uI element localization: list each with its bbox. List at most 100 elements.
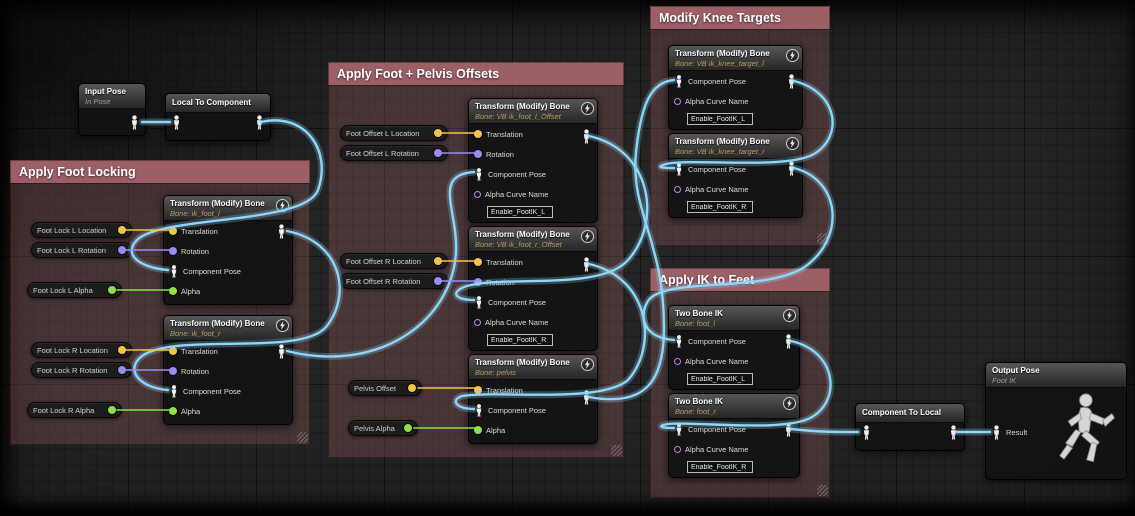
pin-component-pose[interactable]: Component Pose (669, 71, 802, 91)
node-transform-modify-bone-vb-ik-foot-r-offset[interactable]: Transform (Modify) Bone Bone: VB ik_foot… (468, 226, 598, 351)
pose-output-pin[interactable] (948, 425, 960, 441)
pin-rotation[interactable]: Rotation (164, 361, 292, 381)
float-pin-icon[interactable] (108, 406, 116, 414)
node-input-pose[interactable]: Input Pose In Pose (78, 83, 146, 136)
node-local-to-component[interactable]: Local To Component (165, 93, 271, 141)
rotator-pin-icon[interactable] (169, 247, 177, 255)
node-two-bone-ik-foot-r[interactable]: Two Bone IK Bone: foot_r Component Pose … (668, 393, 800, 478)
rotator-pin-icon[interactable] (434, 277, 442, 285)
pose-input-pin[interactable] (171, 115, 183, 131)
float-pin-icon[interactable] (169, 407, 177, 415)
comment-resize-handle[interactable] (817, 485, 828, 496)
name-pin-icon[interactable] (674, 445, 681, 453)
variable-foot-lock-r-rotation[interactable]: Foot Lock R Rotation (31, 362, 132, 378)
rotator-pin-icon[interactable] (474, 278, 482, 286)
pin-component-pose[interactable]: Component Pose (669, 331, 799, 351)
pose-input-pin[interactable] (861, 425, 873, 441)
variable-foot-lock-l-alpha[interactable]: Foot Lock L Alpha (27, 282, 122, 298)
pose-output-pin[interactable] (276, 224, 288, 240)
comment-title[interactable]: Apply IK to Feet (650, 268, 830, 291)
pin-translation[interactable]: Translation (164, 341, 292, 361)
variable-foot-offset-l-rotation[interactable]: Foot Offset L Rotation (340, 145, 448, 161)
node-transform-modify-bone-ik-foot-l[interactable]: Transform (Modify) Bone Bone: ik_foot_l … (163, 195, 293, 305)
pin-component-pose[interactable]: Component Pose (164, 381, 292, 401)
vector-pin-icon[interactable] (118, 226, 126, 234)
variable-foot-offset-r-location[interactable]: Foot Offset R Location (340, 253, 448, 269)
pose-output-pin[interactable] (254, 115, 266, 131)
pin-translation[interactable]: Translation (469, 252, 597, 272)
pin-component-pose[interactable]: Component Pose (469, 400, 597, 420)
node-output-pose[interactable]: Output Pose Foot IK Result (985, 362, 1127, 480)
node-transform-modify-bone-vb-ik-knee-target-r[interactable]: Transform (Modify) Bone Bone: VB ik_knee… (668, 133, 803, 218)
variable-pelvis-alpha[interactable]: Pelvis Alpha (348, 420, 418, 436)
name-pin-icon[interactable] (474, 190, 481, 198)
node-component-to-local[interactable]: Component To Local (855, 403, 965, 451)
rotator-pin-icon[interactable] (474, 150, 482, 158)
alpha-curve-name-input[interactable] (487, 206, 553, 218)
vector-pin-icon[interactable] (169, 347, 177, 355)
name-pin-icon[interactable] (674, 97, 681, 105)
alpha-curve-name-input[interactable] (687, 373, 753, 385)
pin-rotation[interactable]: Rotation (469, 272, 597, 292)
variable-foot-lock-r-location[interactable]: Foot Lock R Location (31, 342, 132, 358)
variable-foot-lock-r-alpha[interactable]: Foot Lock R Alpha (27, 402, 122, 418)
variable-foot-offset-r-rotation[interactable]: Foot Offset R Rotation (340, 273, 448, 289)
pin-component-pose[interactable]: Component Pose (164, 261, 292, 281)
pose-output-pin[interactable] (129, 115, 141, 131)
float-pin-icon[interactable] (169, 287, 177, 295)
node-transform-modify-bone-vb-ik-foot-l-offset[interactable]: Transform (Modify) Bone Bone: VB ik_foot… (468, 98, 598, 223)
alpha-curve-name-input[interactable] (687, 461, 753, 473)
comment-title[interactable]: Apply Foot Locking (10, 160, 310, 183)
variable-foot-lock-l-rotation[interactable]: Foot Lock L Rotation (31, 242, 132, 258)
alpha-curve-name-input[interactable] (687, 113, 753, 125)
vector-pin-icon[interactable] (434, 129, 442, 137)
float-pin-icon[interactable] (474, 426, 482, 434)
pin-alpha[interactable]: Alpha (469, 420, 597, 440)
pin-alpha-curve-name[interactable]: Alpha Curve Name (469, 184, 597, 204)
pin-component-pose[interactable]: Component Pose (669, 419, 799, 439)
pose-output-pin[interactable] (581, 257, 593, 273)
pose-output-pin[interactable] (581, 390, 593, 406)
variable-foot-lock-l-location[interactable]: Foot Lock L Location (31, 222, 132, 238)
vector-pin-icon[interactable] (474, 386, 482, 394)
node-two-bone-ik-foot-l[interactable]: Two Bone IK Bone: foot_l Component Pose … (668, 305, 800, 390)
node-transform-modify-bone-vb-ik-knee-target-l[interactable]: Transform (Modify) Bone Bone: VB ik_knee… (668, 45, 803, 130)
pin-translation[interactable]: Translation (469, 124, 597, 144)
vector-pin-icon[interactable] (474, 258, 482, 266)
node-transform-modify-bone-ik-foot-r[interactable]: Transform (Modify) Bone Bone: ik_foot_r … (163, 315, 293, 425)
alpha-curve-name-input[interactable] (687, 201, 753, 213)
vector-pin-icon[interactable] (118, 346, 126, 354)
pin-rotation[interactable]: Rotation (469, 144, 597, 164)
rotator-pin-icon[interactable] (169, 367, 177, 375)
pose-output-pin[interactable] (581, 129, 593, 145)
pin-translation[interactable]: Translation (469, 380, 597, 400)
pin-result[interactable]: Result (991, 425, 1027, 440)
rotator-pin-icon[interactable] (118, 366, 126, 374)
float-pin-icon[interactable] (404, 424, 412, 432)
pin-component-pose[interactable]: Component Pose (669, 159, 802, 179)
name-pin-icon[interactable] (674, 357, 681, 365)
pose-output-pin[interactable] (786, 74, 798, 90)
comment-title[interactable]: Modify Knee Targets (650, 6, 830, 29)
pin-alpha-curve-name[interactable]: Alpha Curve Name (469, 312, 597, 332)
pin-alpha-curve-name[interactable]: Alpha Curve Name (669, 179, 802, 199)
vector-pin-icon[interactable] (169, 227, 177, 235)
name-pin-icon[interactable] (674, 185, 681, 193)
pin-component-pose[interactable]: Component Pose (469, 292, 597, 312)
pose-output-pin[interactable] (783, 334, 795, 350)
pin-alpha[interactable]: Alpha (164, 281, 292, 301)
pose-output-pin[interactable] (786, 161, 798, 177)
pin-translation[interactable]: Translation (164, 221, 292, 241)
pin-component-pose[interactable]: Component Pose (469, 164, 597, 184)
rotator-pin-icon[interactable] (434, 149, 442, 157)
vector-pin-icon[interactable] (434, 257, 442, 265)
pin-alpha[interactable]: Alpha (164, 401, 292, 421)
comment-title[interactable]: Apply Foot + Pelvis Offsets (328, 62, 624, 85)
pin-alpha-curve-name[interactable]: Alpha Curve Name (669, 91, 802, 111)
name-pin-icon[interactable] (474, 318, 481, 326)
pin-alpha-curve-name[interactable]: Alpha Curve Name (669, 351, 799, 371)
pin-alpha-curve-name[interactable]: Alpha Curve Name (669, 439, 799, 459)
float-pin-icon[interactable] (108, 286, 116, 294)
vector-pin-icon[interactable] (408, 384, 416, 392)
